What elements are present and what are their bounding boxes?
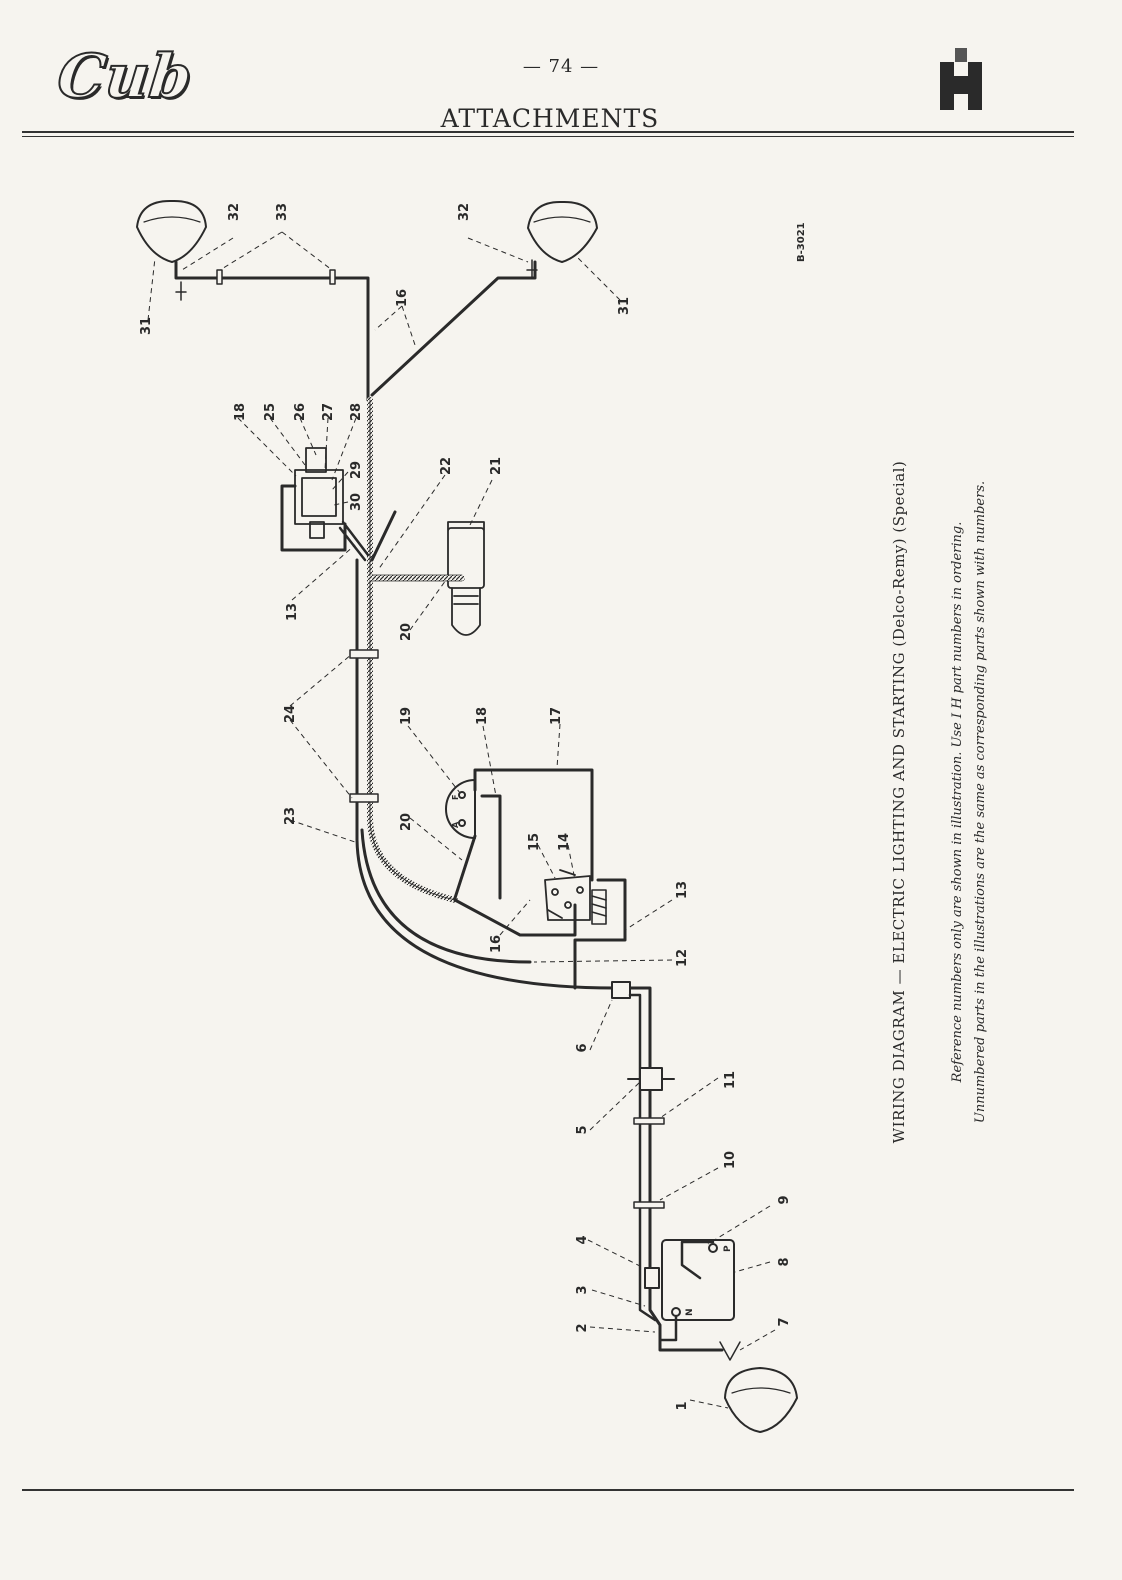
callout-25: 25 xyxy=(263,403,278,421)
diagram-title: WIRING DIAGRAM — ELECTRIC LIGHTING AND S… xyxy=(890,460,908,1144)
callout-14: 14 xyxy=(557,833,572,851)
battery-cable-neg xyxy=(658,1314,678,1342)
callout-18-lower: 18 xyxy=(475,707,490,725)
page-title: ATTACHMENTS xyxy=(440,104,660,133)
headlight-right-icon xyxy=(527,200,598,263)
callout-4: 4 xyxy=(575,1235,590,1244)
callout-9: 9 xyxy=(777,1195,792,1204)
callout-16-lower: 16 xyxy=(489,935,504,953)
callout-20-upper: 20 xyxy=(399,623,414,641)
callout-29: 29 xyxy=(349,461,364,479)
battery-cable-9 xyxy=(680,1240,715,1280)
switch-19-icon xyxy=(445,779,476,839)
wire-22-to-harness xyxy=(370,510,397,562)
callout-18-upper: 18 xyxy=(233,403,248,421)
terminal-labels: P N F A xyxy=(451,795,733,1316)
clip-24-a xyxy=(349,649,379,659)
callout-22: 22 xyxy=(439,457,454,475)
callout-11: 11 xyxy=(723,1071,738,1089)
headlight-wire-left xyxy=(174,260,370,402)
callout-6: 6 xyxy=(575,1043,590,1052)
page-number: — 74 — xyxy=(522,56,600,77)
cable-23 xyxy=(355,558,724,1352)
diagram-note-1: Reference numbers only are shown in illu… xyxy=(950,521,965,1083)
callout-20-lower: 20 xyxy=(399,813,414,831)
callout-13-relay: 13 xyxy=(675,881,690,899)
headlight-left-icon xyxy=(136,199,207,263)
headlight-wire-right xyxy=(370,260,537,397)
regulator-bracket xyxy=(280,484,347,552)
wire-16 xyxy=(453,898,577,937)
clip-24-b xyxy=(349,793,379,803)
callout-31-right: 31 xyxy=(617,297,632,315)
callout-23: 23 xyxy=(283,807,298,825)
clip-11 xyxy=(633,1117,665,1125)
wire-13-relay xyxy=(573,878,627,990)
callout-31-left: 31 xyxy=(139,317,154,335)
callout-15: 15 xyxy=(527,833,542,851)
header-rule-thin xyxy=(22,136,1074,137)
cable-12 xyxy=(360,828,532,964)
ih-logo-icon xyxy=(940,48,982,110)
terminal-p: P xyxy=(723,1245,733,1252)
wire-20 xyxy=(453,834,477,900)
callout-21: 21 xyxy=(489,457,504,475)
socket-32-right xyxy=(526,259,538,279)
figure-code: B-3021 xyxy=(796,222,807,262)
coil-14-icon xyxy=(591,889,607,925)
clip-33-b xyxy=(329,269,336,285)
terminal-n: N xyxy=(685,1308,695,1316)
terminal-a: A xyxy=(451,821,460,828)
callout-17: 17 xyxy=(549,707,564,725)
callout-5: 5 xyxy=(575,1125,590,1134)
socket-7 xyxy=(719,1341,741,1361)
junction-6 xyxy=(611,981,631,999)
regulator-25-icon xyxy=(294,447,344,539)
terminal-f: F xyxy=(451,795,460,800)
callout-33: 33 xyxy=(275,203,290,221)
connector-5-icon xyxy=(627,1067,675,1091)
callout-32-left: 32 xyxy=(227,203,242,221)
cable-rear-inner xyxy=(628,993,657,1322)
callout-27: 27 xyxy=(321,403,336,421)
callout-13-regulator: 13 xyxy=(285,603,300,621)
callout-10: 10 xyxy=(723,1151,738,1169)
diagram-caption: WIRING DIAGRAM — ELECTRIC LIGHTING AND S… xyxy=(890,442,988,1162)
callout-8: 8 xyxy=(777,1257,792,1266)
callout-32-right: 32 xyxy=(457,203,472,221)
callout-28: 28 xyxy=(349,403,364,421)
diagram-note-2: Unnumbered parts in the illustrations ar… xyxy=(973,480,988,1124)
callout-16-upper: 16 xyxy=(395,289,410,307)
callout-2: 2 xyxy=(575,1323,590,1332)
callout-30: 30 xyxy=(349,493,364,511)
callout-24: 24 xyxy=(283,705,298,723)
callout-3: 3 xyxy=(575,1285,590,1294)
socket-32-left xyxy=(175,281,187,301)
callout-19: 19 xyxy=(399,707,414,725)
leader-lines xyxy=(147,231,776,1409)
clip-10 xyxy=(633,1201,665,1209)
fuse-4 xyxy=(644,1267,660,1289)
callout-26: 26 xyxy=(293,403,308,421)
footer-rule xyxy=(22,1489,1074,1491)
wire-18 xyxy=(480,794,502,900)
relay-15-icon xyxy=(544,869,591,921)
callout-labels: 1 2 3 4 5 6 7 8 9 10 11 12 13 13 14 15 1… xyxy=(139,203,792,1411)
starter-21-icon xyxy=(447,521,485,636)
wire-17 xyxy=(473,768,594,882)
header-rule xyxy=(22,131,1074,133)
taillight-icon xyxy=(724,1367,798,1433)
callout-12: 12 xyxy=(675,949,690,967)
regulator-wire xyxy=(338,520,370,562)
callout-1: 1 xyxy=(675,1401,690,1410)
callout-7: 7 xyxy=(777,1317,792,1326)
clip-33-a xyxy=(216,269,223,285)
